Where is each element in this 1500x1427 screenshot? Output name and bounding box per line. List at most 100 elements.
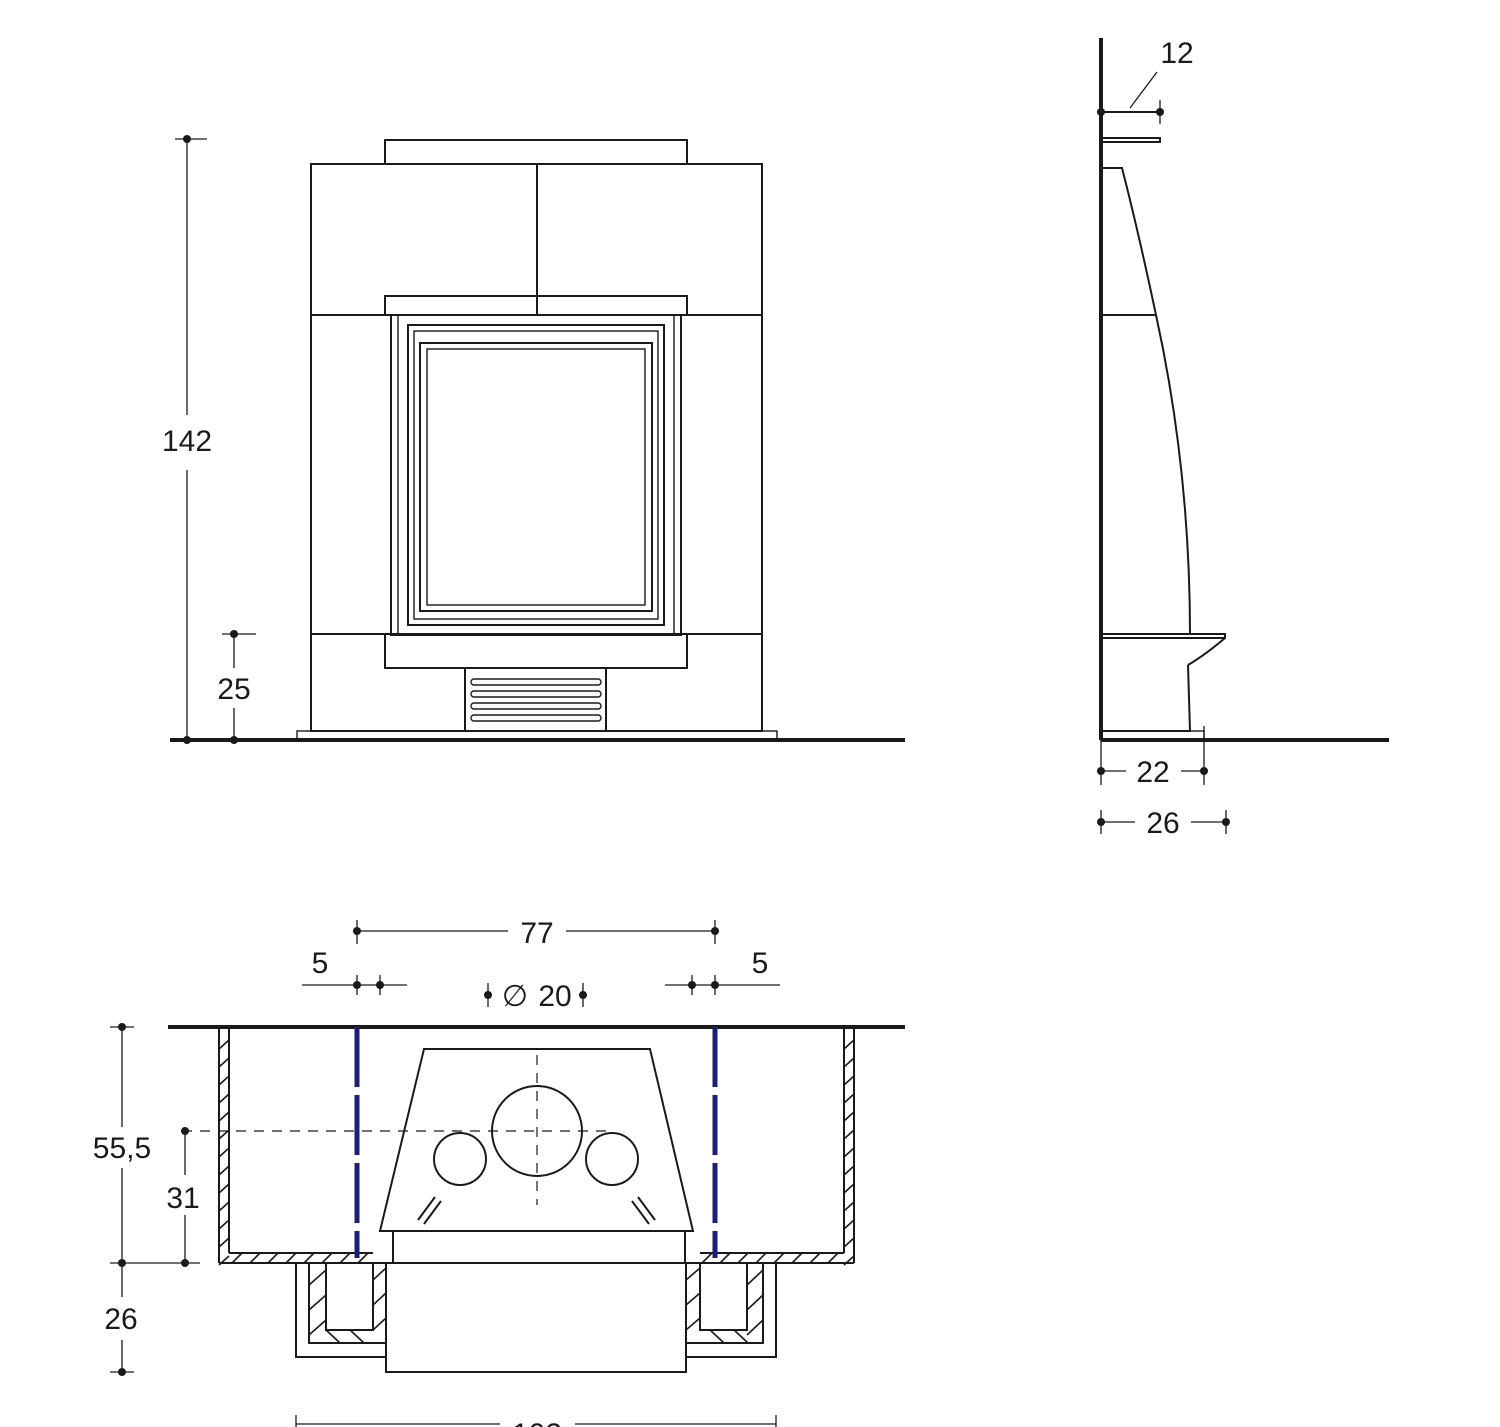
- hatch-line: [843, 1219, 855, 1230]
- hatch-line: [827, 1252, 839, 1264]
- front-vent-slot: [470, 690, 602, 698]
- hatch-line: [701, 1252, 713, 1264]
- front-view: 142 25: [162, 135, 905, 744]
- hatch-line: [843, 1057, 855, 1068]
- hatch-line: [218, 1111, 230, 1122]
- hatch-line: [218, 1039, 230, 1050]
- front-vent-slot: [470, 714, 602, 722]
- dim-5-left-dot-a: [353, 981, 361, 989]
- dim-22-label: 22: [1136, 756, 1169, 789]
- plan-stove-front: [392, 1230, 686, 1264]
- dim-22-dot-right: [1200, 767, 1208, 775]
- hatch-line: [218, 1201, 230, 1212]
- hatch-line: [231, 1252, 243, 1264]
- hatch-line: [285, 1252, 297, 1264]
- hatch-line: [843, 1147, 855, 1158]
- hatch-line: [218, 1255, 230, 1266]
- plan-side-block-left: [295, 1262, 387, 1358]
- plan-stove-body: [378, 1048, 695, 1232]
- dim-flue-dot-right: [579, 991, 587, 999]
- dim-26-side-dot-right: [1222, 818, 1230, 826]
- hatch-line: [843, 1183, 855, 1194]
- hatch-line: [218, 1093, 230, 1104]
- hatch-line: [249, 1252, 261, 1264]
- dim-142-dot-bottom: [183, 736, 191, 744]
- side-upper-tile: [1101, 167, 1158, 316]
- hatch-line: [218, 1075, 230, 1086]
- dim-25-dot-top: [230, 630, 238, 638]
- dim-26-side-label: 26: [1146, 807, 1179, 840]
- dim-31-label: 31: [166, 1182, 199, 1215]
- side-base: [1101, 664, 1192, 732]
- hatch-line: [843, 1237, 855, 1248]
- front-sill: [384, 633, 688, 669]
- hatch-line: [843, 1075, 855, 1086]
- dim-77-dot-left: [353, 927, 361, 935]
- plan-front-step: [385, 1262, 687, 1373]
- dim-bottom-label: 102: [512, 1418, 562, 1427]
- plan-air-hole-left: [433, 1132, 487, 1186]
- hatch-line: [303, 1252, 315, 1264]
- hatch-line: [843, 1255, 855, 1266]
- dim-31-dot-top: [181, 1127, 189, 1135]
- hatch-line: [843, 1039, 855, 1050]
- dim-77-label: 77: [520, 917, 553, 950]
- front-vent-box: [464, 667, 607, 732]
- hatch-line: [809, 1252, 821, 1264]
- dim-5-right-label: 5: [752, 947, 769, 980]
- hatch-line: [267, 1252, 279, 1264]
- front-door-inner: [413, 330, 659, 620]
- hatch-line: [339, 1252, 351, 1264]
- hatch-line: [218, 1165, 230, 1176]
- dim-flue-label: 20: [538, 980, 571, 1013]
- hatch-line: [755, 1252, 767, 1264]
- hatch-line: [218, 1219, 230, 1230]
- hatch-line: [719, 1252, 731, 1264]
- plan-slot-left: [417, 1196, 442, 1225]
- dim-5-left-label: 5: [312, 947, 329, 980]
- plan-air-hole-right: [585, 1132, 639, 1186]
- front-glass-inner: [426, 348, 646, 606]
- dim-5-right-dot-a: [688, 981, 696, 989]
- hatch-line: [843, 1201, 855, 1212]
- hatch-line: [218, 1057, 230, 1068]
- front-vent-slot: [470, 678, 602, 686]
- hatch-line: [791, 1252, 803, 1264]
- hatch-line: [843, 1165, 855, 1176]
- hatch-line: [843, 1111, 855, 1122]
- side-body-curve: [1101, 314, 1192, 635]
- hatch-line: [218, 1147, 230, 1158]
- dim-22-dot-left: [1097, 767, 1105, 775]
- dim-25-label: 25: [217, 673, 250, 706]
- dim-26-plan-label: 26: [104, 1303, 137, 1336]
- side-view: 12 22 26: [1097, 37, 1389, 840]
- front-top-cap: [384, 139, 688, 165]
- hatch-line: [218, 1237, 230, 1248]
- diameter-symbol: ∅: [502, 980, 528, 1013]
- dim-12-label: 12: [1160, 37, 1193, 70]
- plan-side-block-right: [685, 1262, 777, 1358]
- dim-flue-dot-left: [484, 991, 492, 999]
- hatch-line: [773, 1252, 785, 1264]
- dim-12-leader: [1129, 71, 1158, 109]
- plan-slot-right: [631, 1196, 656, 1225]
- hatch-line: [218, 1183, 230, 1194]
- side-top-cap: [1100, 137, 1161, 143]
- dim-12-dot-right: [1156, 108, 1164, 116]
- dim-555-label: 55,5: [93, 1132, 151, 1165]
- front-door: [407, 324, 665, 626]
- plan-block-hatching: [308, 1267, 764, 1344]
- hatch-line: [843, 1093, 855, 1104]
- hatch-line: [737, 1252, 749, 1264]
- hatch-line: [357, 1252, 369, 1264]
- front-door-frame-inner: [397, 314, 675, 636]
- front-door-frame: [390, 314, 682, 636]
- dim-26-side-dot-left: [1097, 818, 1105, 826]
- plan-view: 77 5 5 ∅ 20 55,5 31: [93, 917, 905, 1427]
- hatch-line: [843, 1129, 855, 1140]
- front-glass: [419, 342, 653, 612]
- dim-142-dot-top: [183, 135, 191, 143]
- dim-5-left-dot-b: [376, 981, 384, 989]
- front-vent-slot: [470, 702, 602, 710]
